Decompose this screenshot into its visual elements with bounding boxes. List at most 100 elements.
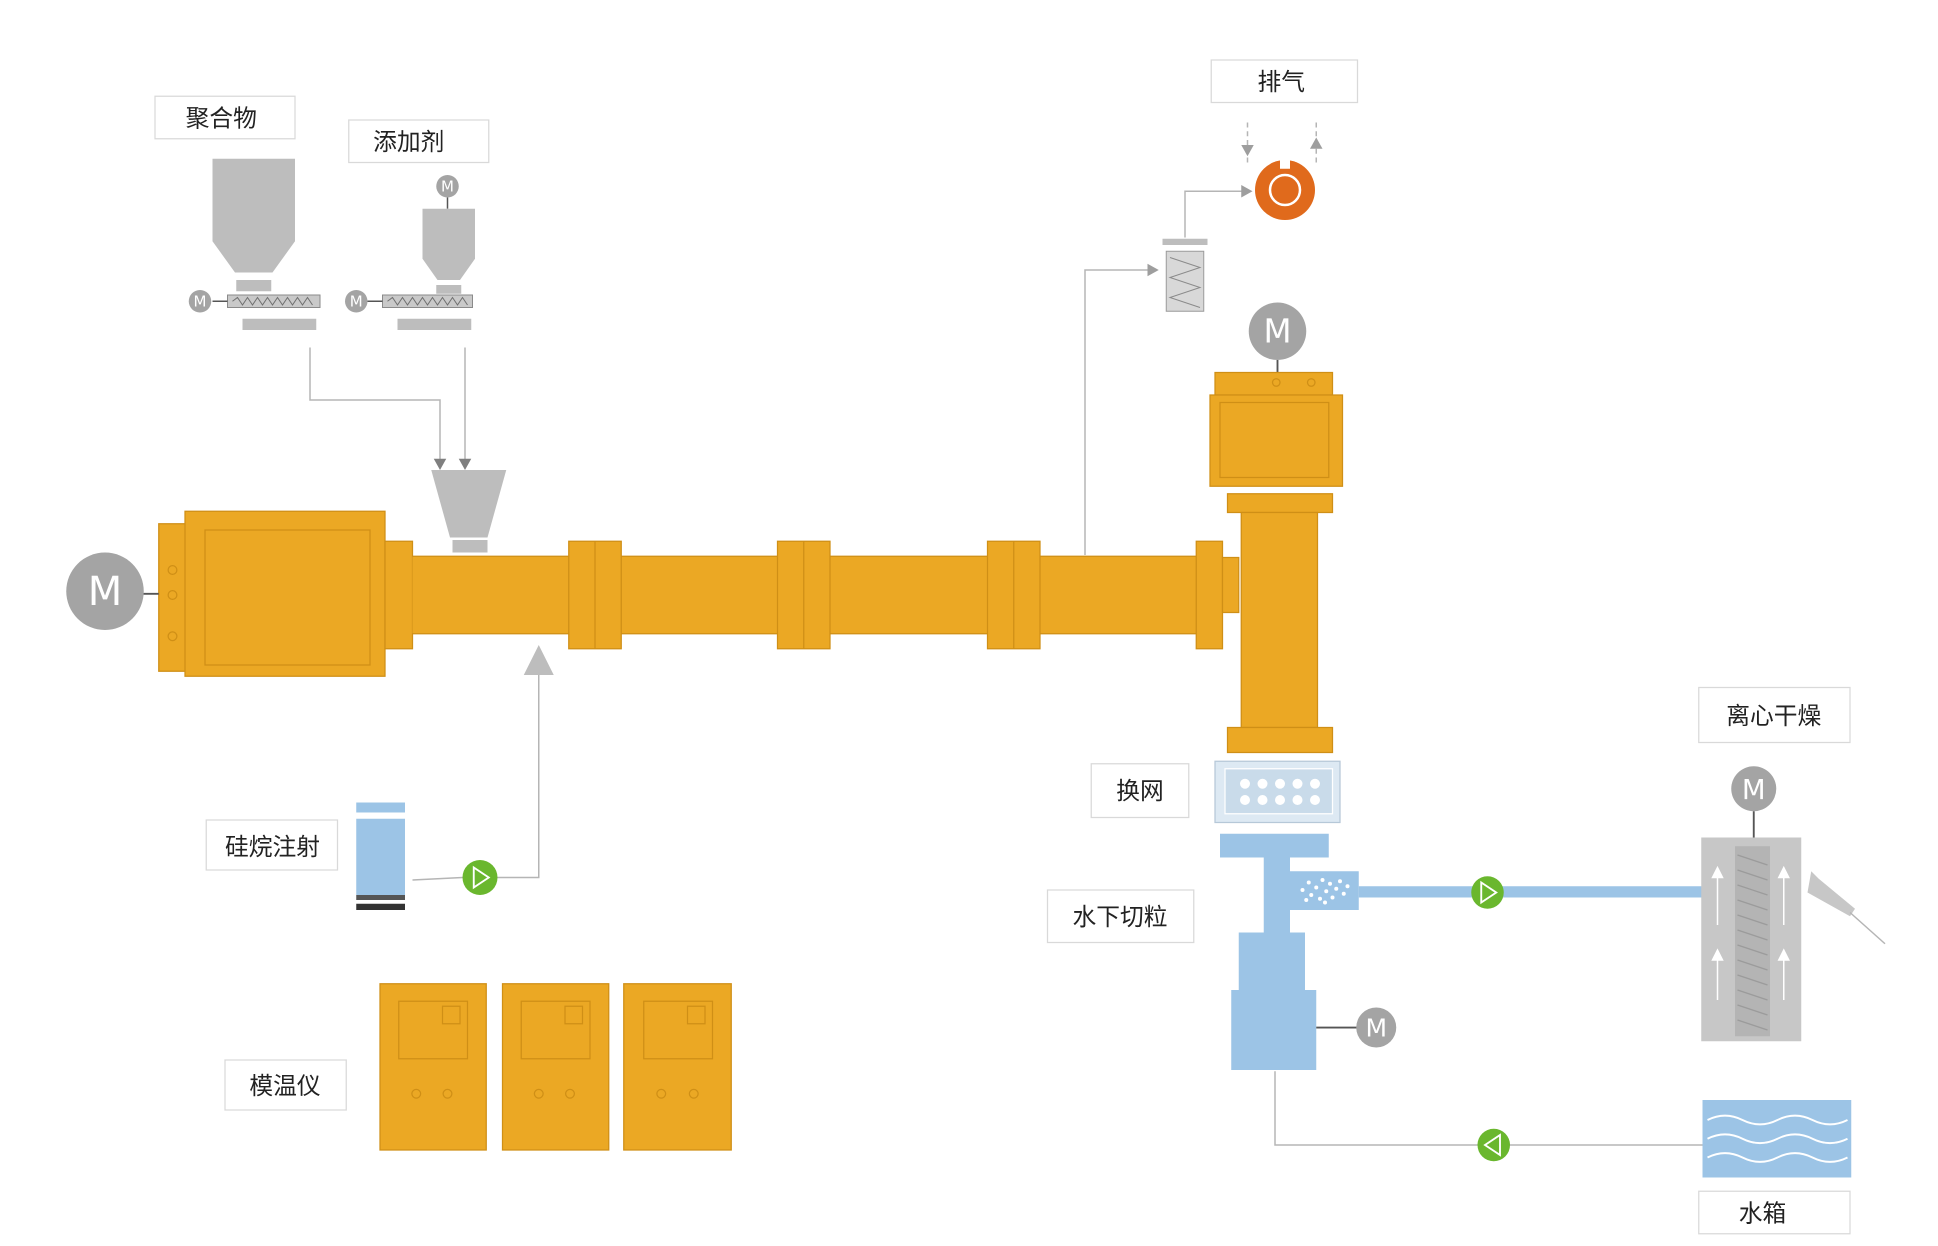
label-box — [1698, 1190, 1851, 1235]
screen-hole — [1240, 795, 1250, 805]
gearbox-bolt — [167, 590, 178, 600]
screen-hole — [1292, 795, 1303, 805]
label-text: 模温仪 — [249, 1072, 320, 1100]
temp-controller-display — [398, 1000, 469, 1060]
additive-screw-flight — [387, 296, 468, 306]
pellet — [1309, 893, 1314, 898]
motor-symbol: M — [441, 177, 454, 195]
silane-tank-cap — [356, 802, 405, 813]
barrel-start-flange — [384, 540, 414, 650]
melt-pump-bolt — [1306, 378, 1316, 387]
silane-injection-unit — [356, 802, 498, 910]
mold-temperature-controllers — [379, 983, 732, 1151]
melt-pump-gearbox-panel — [1219, 401, 1330, 479]
extruder — [158, 470, 1240, 677]
pellet — [1318, 896, 1322, 901]
screen-hole — [1310, 778, 1320, 789]
dryer-motor-icon — [1731, 766, 1777, 812]
vent-filter — [1165, 250, 1205, 312]
label-box — [154, 95, 296, 140]
polymer-feeder-motor-icon — [188, 290, 212, 313]
pellet-pump-direction — [1480, 880, 1498, 905]
vacuum-pump-notch — [1280, 157, 1290, 169]
motor-symbol: M — [1263, 313, 1291, 351]
flow-arrow-head — [1711, 865, 1724, 879]
label-polymer: 聚合物 — [154, 95, 296, 140]
underwater-pelletizer: M — [1220, 833, 1397, 1070]
flow-arrow-head — [1711, 948, 1724, 961]
pelletizer-housing — [1238, 932, 1305, 990]
vacuum-line-arrow — [1241, 185, 1253, 198]
polymer-hopper-neck — [236, 280, 272, 292]
temp-controller-display — [520, 1000, 591, 1060]
additive-feeder-base — [397, 318, 472, 330]
vertical-barrel — [1240, 511, 1319, 729]
label-underwater-pelletizing: 水下切粒 — [1046, 889, 1195, 944]
pellet — [1314, 885, 1319, 890]
pelletizer-motor-housing — [1231, 990, 1317, 1070]
label-box — [1210, 59, 1359, 104]
temp-controller-body — [501, 983, 610, 1151]
pellets — [1300, 878, 1350, 905]
motor-symbol: M — [350, 292, 363, 310]
silane-tank-base — [356, 903, 405, 910]
polymer-feed-line — [309, 347, 441, 460]
gearbox — [184, 510, 386, 677]
temp-controller-knob — [411, 1088, 422, 1099]
label-additive: 添加剂 — [348, 119, 490, 164]
gearbox-bolt — [167, 631, 178, 642]
label-box — [1698, 686, 1851, 744]
pellet-transport-line — [1358, 876, 1704, 909]
screen-holes — [1240, 778, 1320, 805]
dryer-discharge-line — [1849, 911, 1886, 945]
pellet — [1323, 900, 1327, 905]
water-return-pump-icon — [1477, 1128, 1510, 1162]
dryer-flow-arrows — [1711, 865, 1790, 1000]
temp-controller-knob — [565, 1088, 575, 1099]
pellet-pump-icon — [1471, 876, 1504, 909]
motor-symbol: M — [194, 292, 207, 310]
vent-filter-cap — [1162, 238, 1208, 245]
label-water-tank: 水箱 — [1698, 1190, 1851, 1235]
label-text: 添加剂 — [373, 128, 444, 156]
centrifugal-dryer: M — [1701, 766, 1886, 1042]
additive-hopper — [422, 208, 475, 280]
additive-feeder-motor-icon — [345, 290, 368, 313]
water-return-line — [1274, 1071, 1703, 1146]
label-text: 聚合物 — [186, 104, 257, 132]
screen-hole — [1292, 778, 1303, 789]
temp-controller-body — [623, 983, 732, 1151]
motor-symbol: M — [1742, 774, 1766, 806]
vent-line — [1084, 269, 1150, 555]
screen-hole — [1240, 778, 1250, 789]
screen-hole — [1275, 795, 1285, 805]
dryer-rotor-flights — [1737, 854, 1768, 1031]
screen-hole — [1257, 795, 1268, 805]
polymer-feed-arrow — [433, 458, 447, 470]
temp-controller-screen — [564, 1005, 584, 1025]
barrel-adapter — [1221, 556, 1240, 614]
gearbox-bolt — [167, 565, 178, 575]
label-box — [205, 819, 339, 871]
dryer-rotor — [1735, 846, 1770, 1037]
screen-changer-plate — [1224, 768, 1334, 815]
vent-filter-coil — [1168, 257, 1202, 308]
pellet-water-pipe — [1358, 886, 1704, 898]
vacuum-pump-icon — [1255, 160, 1315, 220]
label-text: 水下切粒 — [1072, 903, 1167, 931]
label-screen-changer: 换网 — [1090, 763, 1190, 819]
silane-tank — [356, 818, 405, 895]
polymer-screw-flight — [232, 296, 313, 306]
pellet — [1334, 886, 1339, 891]
pelletizer-motor-icon — [1356, 1007, 1397, 1048]
label-text: 换网 — [1116, 777, 1164, 805]
barrel-end-flange — [1195, 540, 1224, 650]
gearbox-flange — [158, 523, 187, 672]
pellet — [1328, 881, 1332, 886]
vertical-barrel-top-flange — [1226, 493, 1334, 514]
polymer-hopper — [212, 158, 295, 273]
label-mold-temp-controller: 模温仪 — [224, 1059, 347, 1111]
temp-controller-unit — [379, 983, 487, 1151]
additive-agitator-motor-icon — [436, 175, 459, 198]
